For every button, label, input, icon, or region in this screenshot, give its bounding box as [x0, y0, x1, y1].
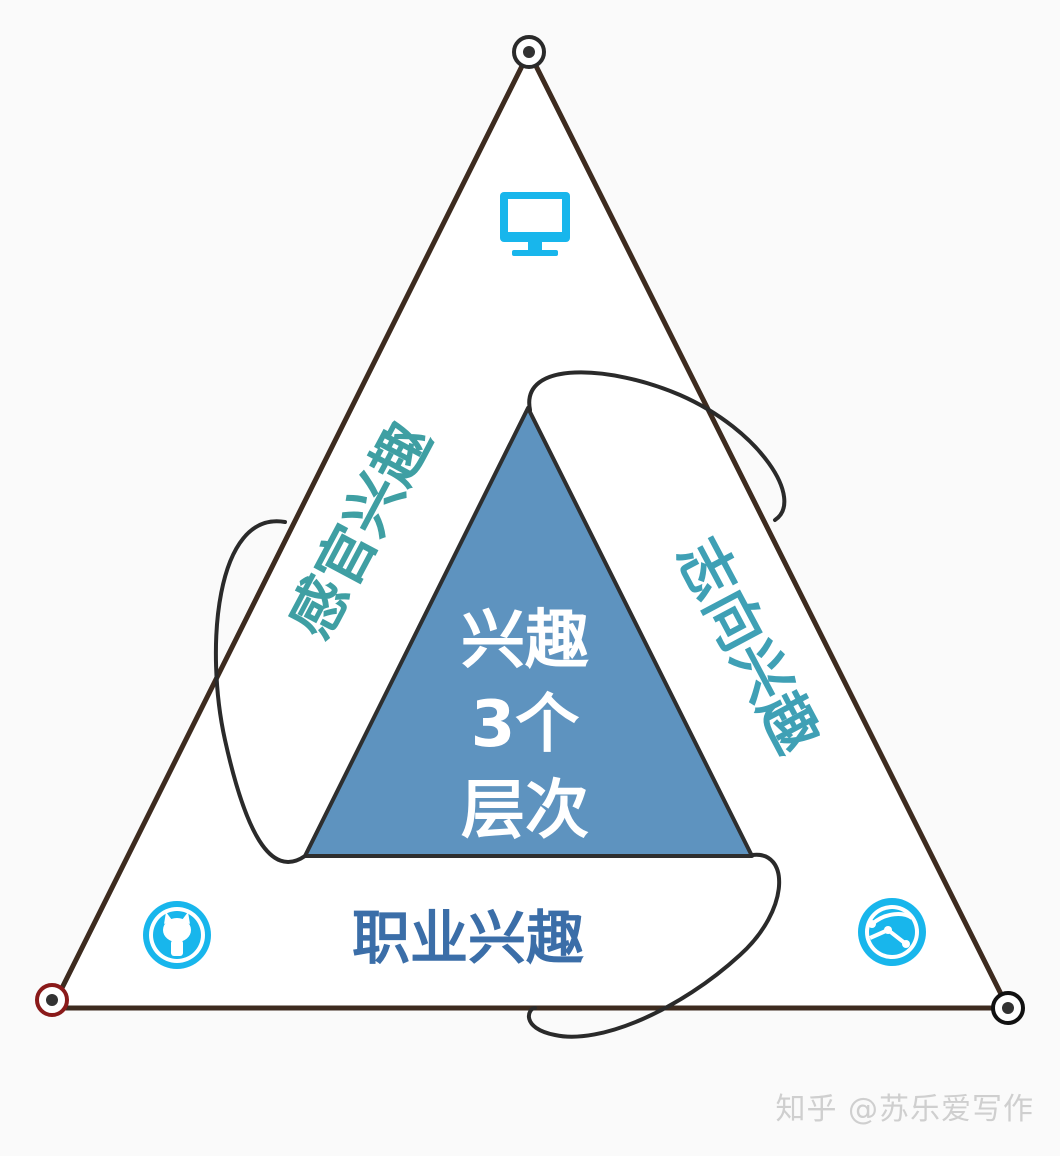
vertex-marker-right	[991, 991, 1025, 1025]
loop-top-right	[527, 370, 787, 522]
vertex-marker-top	[512, 35, 546, 69]
inner-triangle	[303, 406, 754, 858]
vertex-marker-left	[35, 983, 69, 1017]
watermark: 知乎 @苏乐爱写作	[775, 1092, 1034, 1127]
center-line-3: 层次	[461, 774, 589, 848]
loop-bottom-right	[526, 852, 782, 1039]
globe-network-icon	[858, 898, 926, 966]
center-line-2: 3个	[471, 688, 580, 762]
label-career-interest: 职业兴趣	[352, 904, 584, 972]
monitor-icon	[500, 192, 570, 256]
center-line-1: 兴趣	[461, 604, 589, 678]
octocat-icon	[143, 901, 211, 969]
loop-left	[213, 519, 307, 864]
